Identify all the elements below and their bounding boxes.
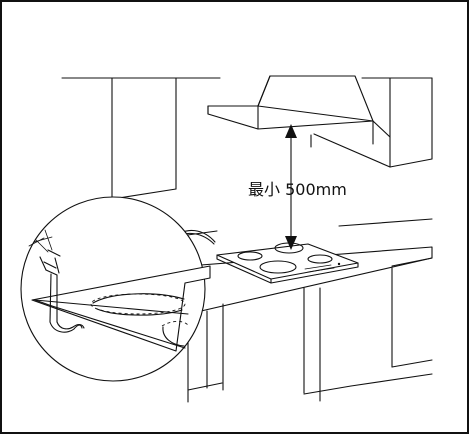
range-hood <box>207 75 374 130</box>
clearance-dimension: 最小 500mm <box>248 124 347 250</box>
minimum-clearance-label: 最小 500mm <box>248 180 347 199</box>
lower-perspective-lines <box>187 373 433 403</box>
cooktop <box>216 242 359 284</box>
upper-cabinets <box>61 77 433 200</box>
enlarged-detail <box>20 196 211 382</box>
